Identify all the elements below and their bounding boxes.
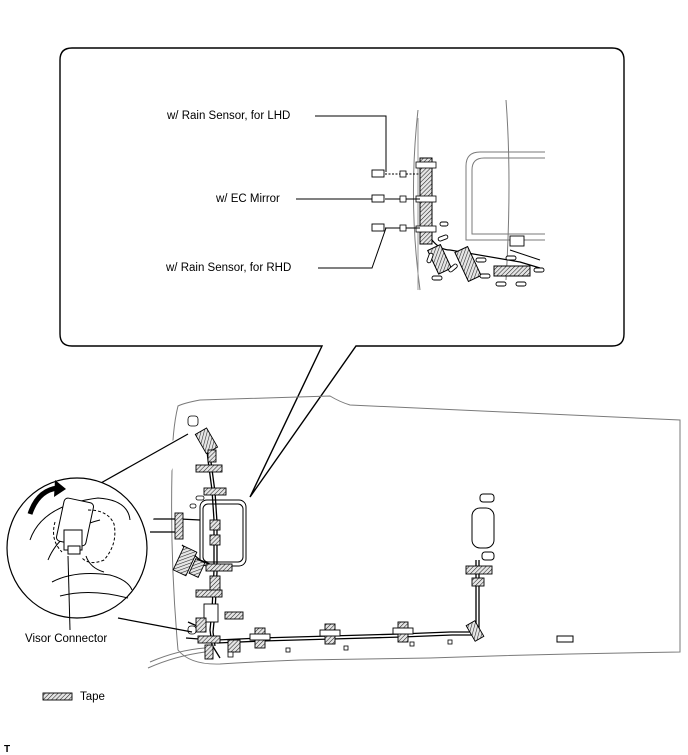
rotate-arrow-icon [27, 480, 66, 515]
roof-panel-outline [147, 395, 681, 669]
detail-harness [371, 157, 545, 287]
roof-openings [199, 493, 574, 643]
roof-harness-tape [172, 427, 493, 660]
figure-code: T [4, 744, 10, 755]
legend-tape: Tape [42, 691, 105, 703]
visor-connector-detail [29, 497, 133, 599]
label-rain-sensor-rhd: w/ Rain Sensor, for RHD [165, 262, 291, 274]
tape-swatch-icon [42, 692, 73, 701]
label-rain-sensor-lhd: w/ Rain Sensor, for LHD [166, 110, 290, 122]
detail-leaders [296, 115, 387, 269]
label-ec-mirror: w/ EC Mirror [215, 193, 280, 205]
legend-tape-label: Tape [80, 691, 105, 703]
detail-callout-box [59, 47, 625, 498]
label-visor-connector: Visor Connector [25, 633, 107, 645]
visor-connector-leader [67, 555, 71, 631]
roof-clips [187, 415, 453, 658]
